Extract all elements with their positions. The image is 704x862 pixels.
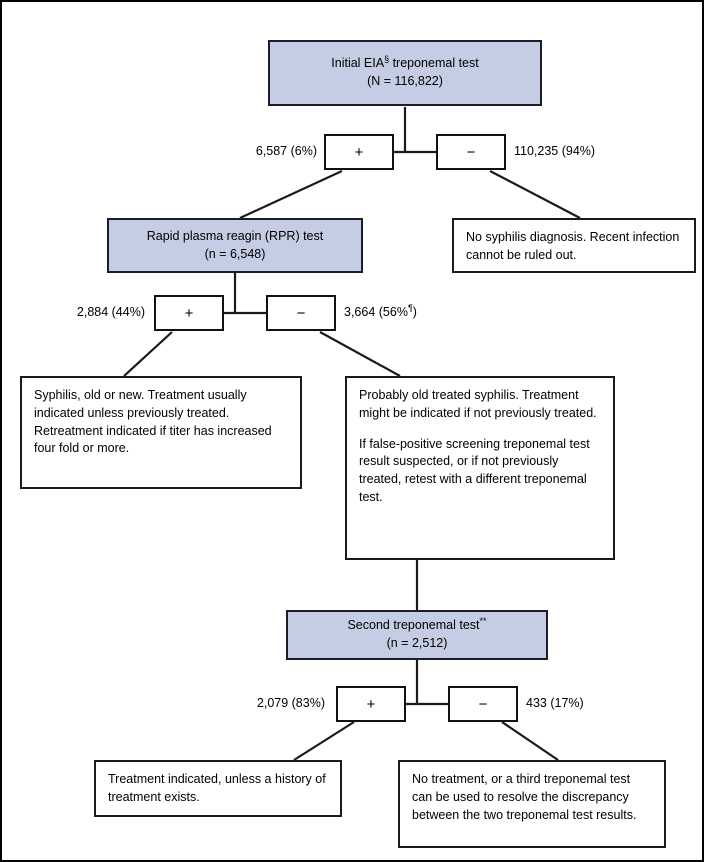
- branch3-negative-sign: −: [448, 686, 518, 722]
- second-treponemal-line2: (n = 2,512): [386, 636, 448, 650]
- initial-test-line2: (N = 116,822): [367, 74, 443, 88]
- node-syphilis-old-or-new: Syphilis, old or new. Treatment usually …: [20, 376, 302, 489]
- probably-old-treated-para2: If false-positive screening treponemal t…: [359, 436, 590, 504]
- treatment-indicated-text: Treatment indicated, unless a history of…: [108, 772, 326, 804]
- node-treatment-indicated: Treatment indicated, unless a history of…: [94, 760, 342, 817]
- branch3-negative-count: 433 (17%): [526, 696, 584, 710]
- footnote-marker-pilcrow: ¶: [407, 302, 413, 313]
- branch1-positive-sign: +: [324, 134, 394, 170]
- no-syphilis-text: No syphilis diagnosis. Recent infection …: [466, 230, 680, 262]
- node-probably-old-treated-syphilis: Probably old treated syphilis. Treatment…: [345, 376, 615, 560]
- branch3-positive-sign: +: [336, 686, 406, 722]
- branch1-negative-count: 110,235 (94%): [514, 144, 596, 158]
- syphilis-old-new-text: Syphilis, old or new. Treatment usually …: [34, 388, 272, 456]
- rpr-test-line2: (n = 6,548): [204, 246, 266, 261]
- branch3-positive-count: 2,079 (83%): [256, 696, 325, 710]
- footnote-marker-double-asterisk: **: [479, 616, 487, 627]
- node-no-syphilis-diagnosis: No syphilis diagnosis. Recent infection …: [452, 218, 696, 273]
- no-treatment-text: No treatment, or a third treponemal test…: [412, 772, 637, 822]
- footnote-marker-section: §: [384, 54, 390, 65]
- rpr-test-line1: Rapid plasma reagin (RPR) test: [146, 228, 324, 243]
- node-second-treponemal-test: Second treponemal test** (n = 2,512): [286, 610, 548, 660]
- branch1-negative-sign: −: [436, 134, 506, 170]
- probably-old-treated-para1: Probably old treated syphilis. Treatment…: [359, 388, 597, 420]
- node-no-treatment: No treatment, or a third treponemal test…: [398, 760, 666, 848]
- node-rpr-test: Rapid plasma reagin (RPR) test (n = 6,54…: [107, 218, 363, 273]
- second-treponemal-line1: Second treponemal test**: [347, 616, 487, 633]
- node-initial-eia-test: Initial EIA§ treponemal test (N = 116,82…: [268, 40, 542, 106]
- branch2-positive-count: 2,884 (44%): [76, 305, 145, 319]
- branch2-positive-sign: +: [154, 295, 224, 331]
- branch1-positive-count: 6,587 (6%): [255, 144, 317, 158]
- branch2-negative-count: 3,664 (56%¶): [344, 302, 417, 319]
- initial-test-line1: Initial EIA§ treponemal test: [331, 54, 479, 71]
- branch2-negative-sign: −: [266, 295, 336, 331]
